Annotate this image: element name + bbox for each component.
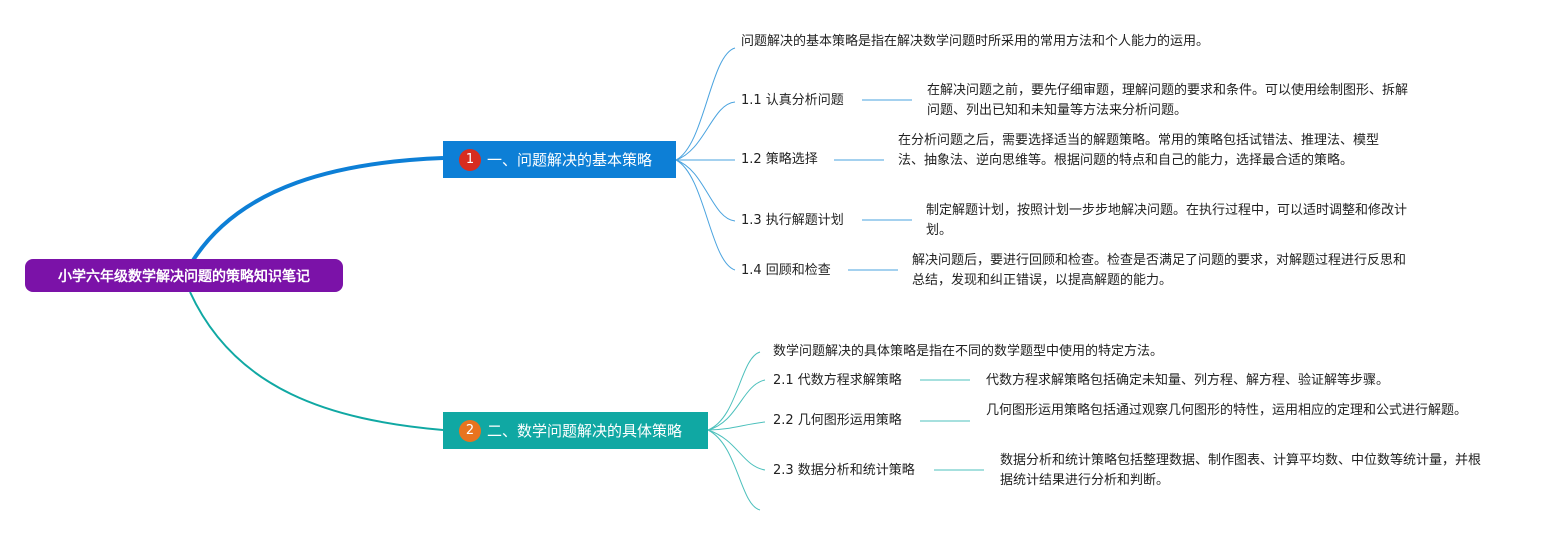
branch-1-item-3-label[interactable]: 1.3 执行解题计划 [741, 213, 844, 228]
branch-1-title: 一、问题解决的基本策略 [487, 151, 653, 169]
connector-b1-summary [675, 47, 736, 161]
root-title: 小学六年级数学解决问题的策略知识笔记 [58, 268, 310, 285]
connector-b2-summary [707, 351, 761, 431]
branch-1-item-2-detail[interactable]: 在分析问题之后，需要选择适当的解题策略。常用的策略包括试错法、推理法、模型法、抽… [898, 133, 1380, 168]
branch-1-item-1-label[interactable]: 1.1 认真分析问题 [741, 93, 844, 108]
root-topic[interactable]: 小学六年级数学解决问题的策略知识笔记 [25, 259, 343, 292]
branch-2-item-2-label[interactable]: 2.2 几何图形运用策略 [773, 413, 902, 428]
branch-1-item-4-label[interactable]: 1.4 回顾和检查 [741, 263, 831, 278]
branch-1-topic[interactable]: 1 一、问题解决的基本策略 [443, 141, 676, 178]
branch-2-title: 二、数学问题解决的具体策略 [487, 422, 683, 440]
connector-b1-item4 [675, 159, 736, 271]
connector-b2-item2 [707, 421, 766, 431]
branch-2-item-2-detail[interactable]: 几何图形运用策略包括通过观察几何图形的特性，运用相应的定理和公式进行解题。 [986, 403, 1468, 418]
connector-b1-item1 [675, 101, 736, 161]
branch-1-item-2-label[interactable]: 1.2 策略选择 [741, 152, 818, 167]
branch-2-topic[interactable]: 2 二、数学问题解决的具体策略 [443, 412, 708, 449]
branch-1-item-4-detail[interactable]: 解决问题后，要进行回顾和检查。检查是否满足了问题的要求，对解题过程进行反思和总结… [912, 253, 1407, 288]
connector-root-branch1 [190, 156, 444, 264]
branch-1-item-3-detail[interactable]: 制定解题计划，按照计划一步步地解决问题。在执行过程中，可以适时调整和修改计划。 [926, 203, 1408, 238]
connector-root-branch2 [189, 291, 444, 431]
connector-b2-item1 [707, 379, 766, 431]
connector-b2-item3 [707, 429, 766, 471]
connector-b2-tail [707, 429, 761, 511]
branch-1-summary[interactable]: 问题解决的基本策略是指在解决数学问题时所采用的常用方法和个人能力的运用。 [741, 34, 1210, 49]
branch-2-item-3-label[interactable]: 2.3 数据分析和统计策略 [773, 463, 915, 478]
branch-2-item-1-label[interactable]: 2.1 代数方程求解策略 [773, 373, 902, 388]
priority-1-icon: 1 [459, 148, 481, 171]
branch-1-item-1-detail[interactable]: 在解决问题之前，要先仔细审题，理解问题的要求和条件。可以使用绘制图形、拆解问题、… [927, 83, 1409, 118]
branch-2-item-3-detail[interactable]: 数据分析和统计策略包括整理数据、制作图表、计算平均数、中位数等统计量，并根据统计… [1000, 453, 1482, 488]
connector-b1-item3 [675, 159, 736, 222]
priority-2-icon: 2 [459, 419, 481, 442]
branch-2-item-1-detail[interactable]: 代数方程求解策略包括确定未知量、列方程、解方程、验证解等步骤。 [986, 373, 1390, 388]
branch-2-summary[interactable]: 数学问题解决的具体策略是指在不同的数学题型中使用的特定方法。 [773, 344, 1164, 359]
